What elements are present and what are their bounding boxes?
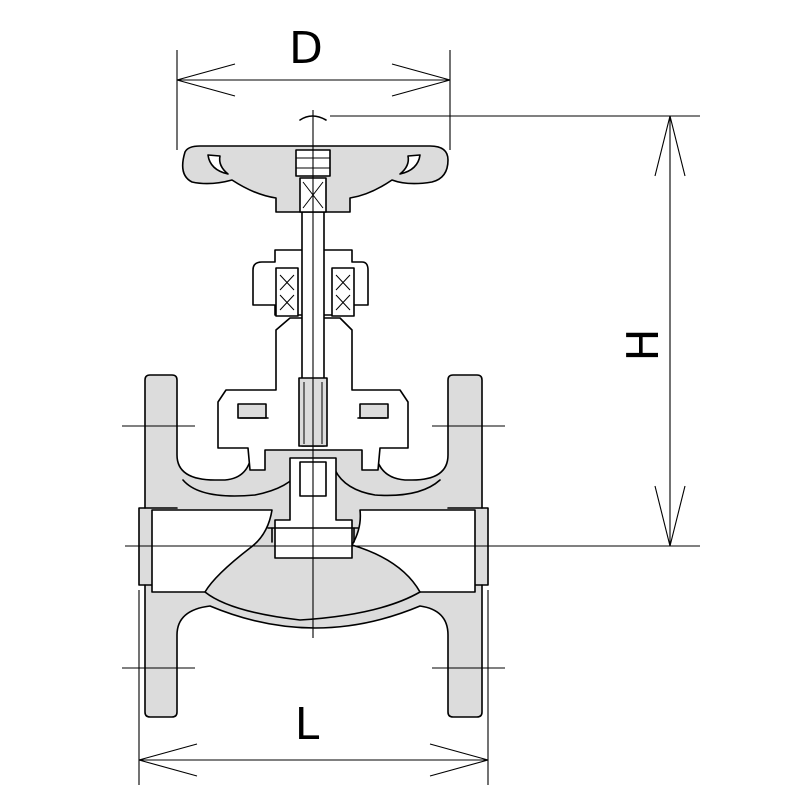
dimension-h: H	[330, 115, 700, 547]
dimension-d: D	[176, 23, 451, 150]
handwheel	[181, 115, 449, 213]
dimension-d-label: D	[289, 23, 323, 74]
center-lines	[122, 110, 505, 669]
dimension-l: L	[138, 590, 489, 785]
dimension-h-label: H	[618, 328, 669, 361]
dimension-l-label: L	[295, 699, 320, 750]
